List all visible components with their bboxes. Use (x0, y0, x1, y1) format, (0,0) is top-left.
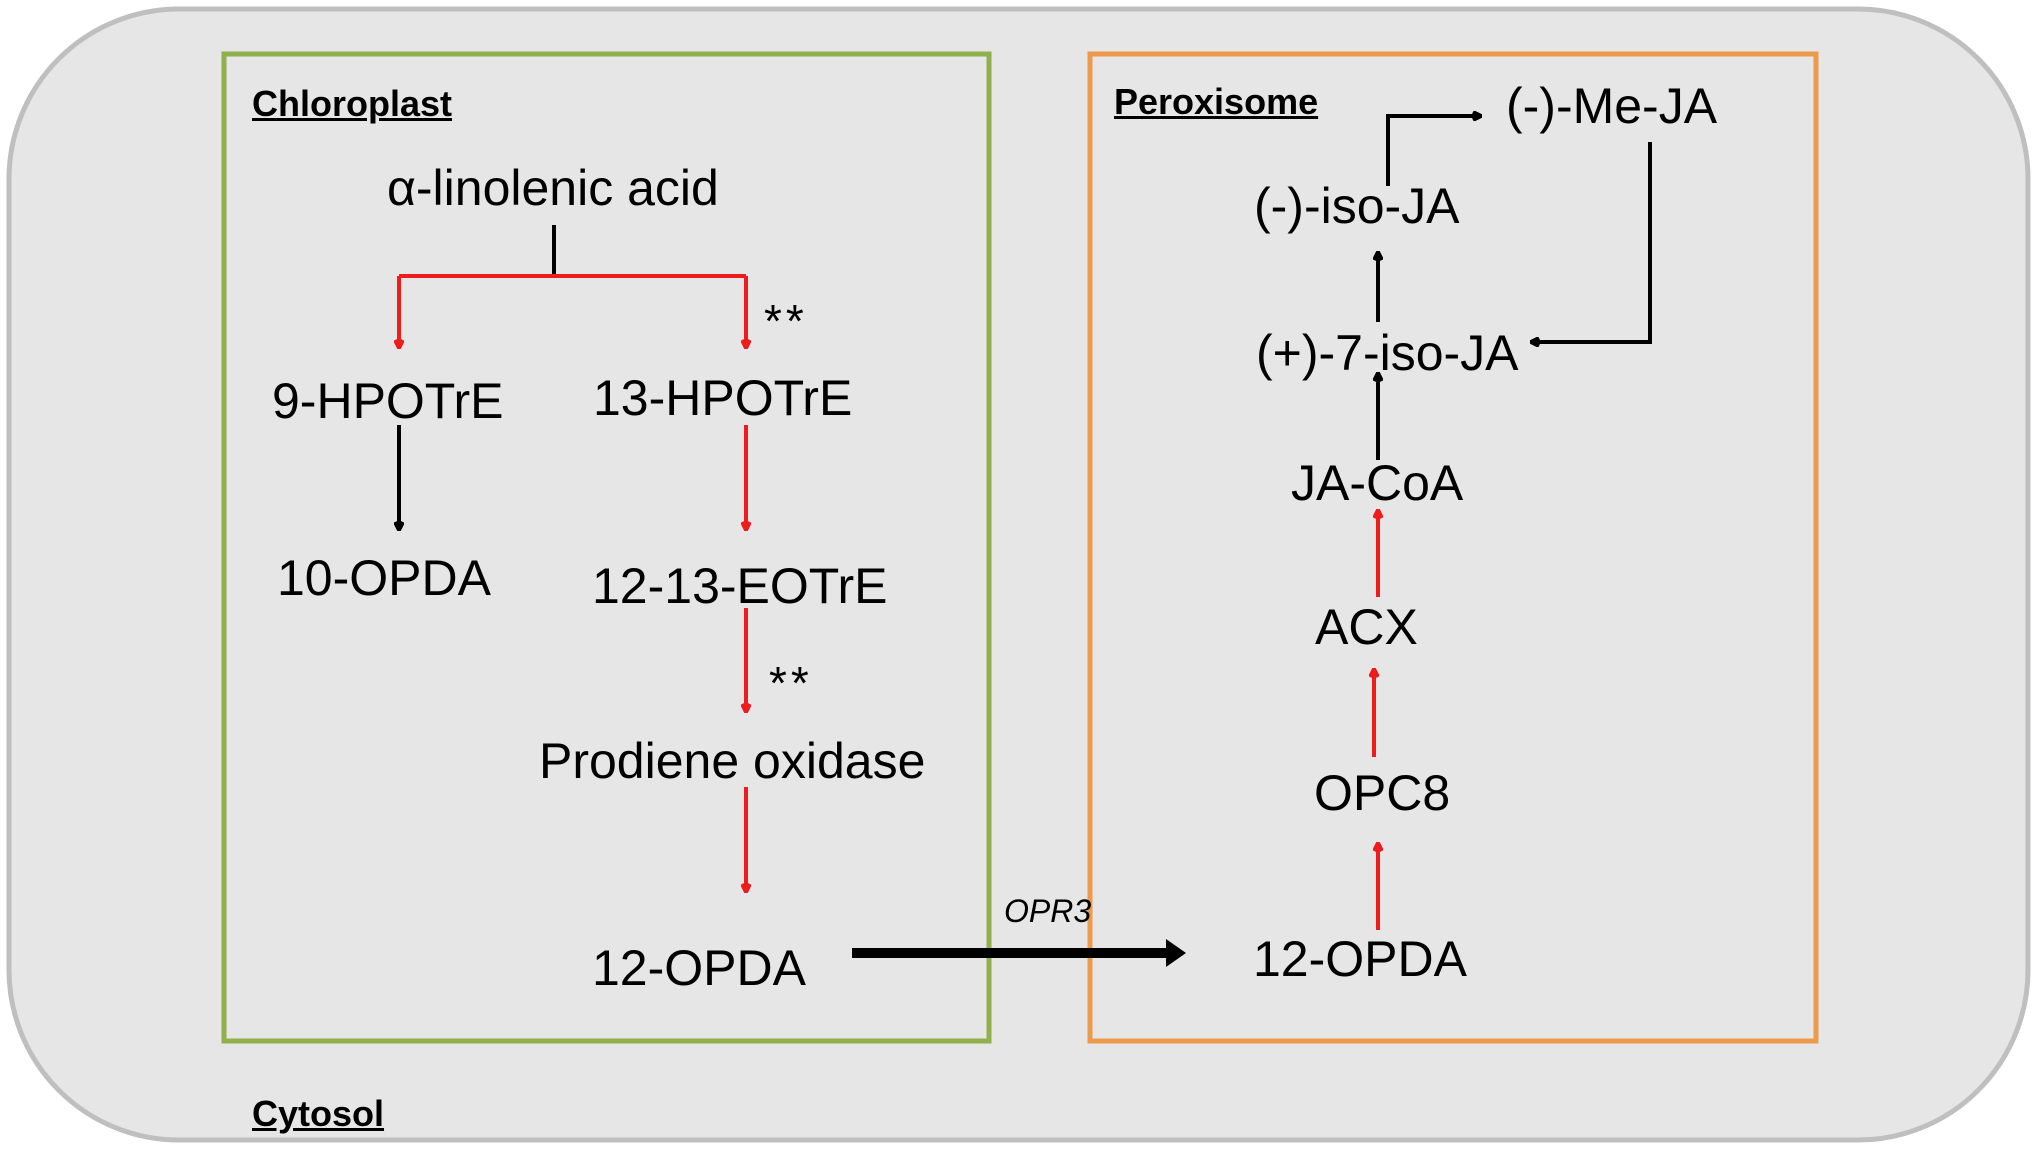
node-alpha-linolenic-acid: α-linolenic acid (387, 160, 719, 216)
node-ja-coa: JA-CoA (1291, 455, 1464, 511)
node-iso-ja: (-)-iso-JA (1254, 178, 1460, 234)
cytosol-boundary (6, 6, 2031, 1143)
arrow-me-ja-to-7-iso-ja (1531, 142, 1652, 342)
peroxisome-boundary (1087, 51, 1819, 1044)
significance-mark-prodiene: ** (769, 657, 813, 709)
enzyme-opr3-label: OPR3 (1004, 893, 1092, 929)
node-12-13-eotre: 12-13-EOTrE (592, 558, 888, 614)
node-me-ja: (-)-Me-JA (1506, 78, 1718, 134)
node-prodiene-oxidase: Prodiene oxidase (539, 733, 926, 789)
chloroplast-title: Chloroplast (252, 83, 453, 124)
node-12-opda-peroxisome: 12-OPDA (1253, 931, 1467, 987)
chloroplast-boundary (221, 51, 992, 1044)
node-acx: ACX (1315, 599, 1418, 655)
cytosol-title: Cytosol (252, 1093, 385, 1134)
node-opc8: OPC8 (1314, 765, 1451, 821)
node-10-opda: 10-OPDA (277, 550, 491, 606)
node-13-hpotre: 13-HPOTrE (593, 370, 853, 426)
node-9-hpotre: 9-HPOTrE (272, 373, 504, 429)
transport-arrowhead (1166, 939, 1186, 967)
node-7-iso-ja: (+)-7-iso-JA (1256, 325, 1519, 381)
node-12-opda-chloroplast: 12-OPDA (592, 940, 806, 996)
arrow-to-me-ja (1386, 116, 1481, 186)
significance-mark-13-hpotre: ** (764, 295, 808, 347)
peroxisome-title: Peroxisome (1114, 81, 1319, 122)
